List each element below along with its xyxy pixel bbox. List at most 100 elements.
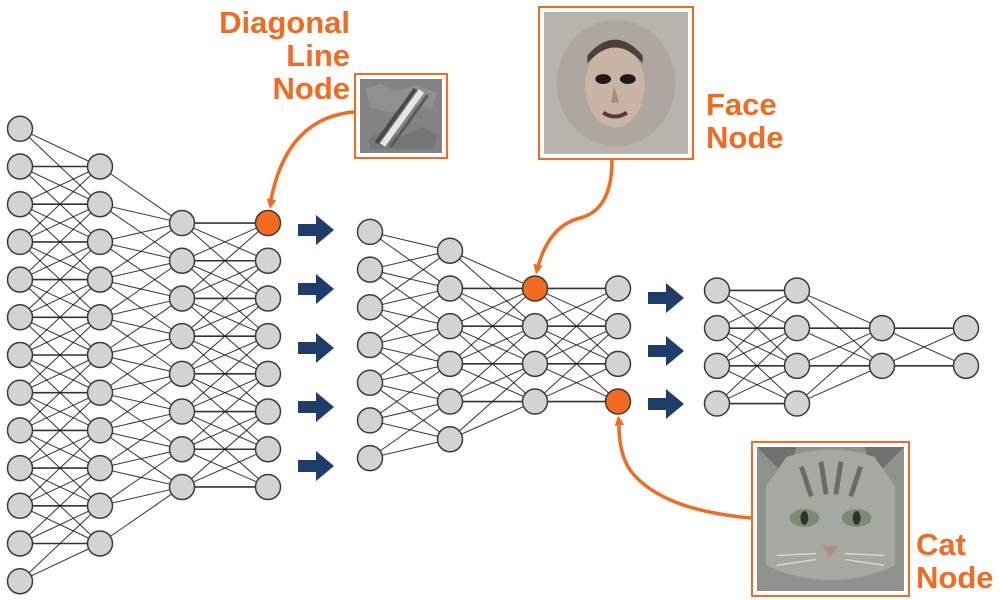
connection-edge xyxy=(19,354,101,394)
neuron-node xyxy=(254,285,282,312)
neuron-node xyxy=(254,436,282,463)
connection-edge xyxy=(369,325,451,346)
neuron-node xyxy=(356,331,384,359)
callout-lines xyxy=(266,110,752,520)
network-nodes xyxy=(6,115,980,595)
connection-edge xyxy=(99,260,183,318)
face-label-line-1: Face xyxy=(706,87,777,122)
cat-feature-image xyxy=(751,441,910,597)
connection-edge xyxy=(19,203,101,243)
connection-edge xyxy=(881,327,967,367)
connection-edge xyxy=(181,260,269,299)
connection-edge xyxy=(99,260,183,281)
neuron-node xyxy=(254,322,282,350)
neuron-node xyxy=(6,304,34,331)
neuron-node xyxy=(254,247,282,274)
connection-edge xyxy=(99,448,183,507)
face-label-line-2: Node xyxy=(706,120,784,155)
neuron-node xyxy=(783,277,811,304)
connection-edge xyxy=(534,325,619,365)
flow-arrow-icon xyxy=(298,451,334,481)
neuron-node xyxy=(6,228,34,256)
connection-edge xyxy=(19,279,101,318)
neuron-node xyxy=(6,454,34,482)
connection-edge xyxy=(716,290,798,367)
diagonal-callout-arrowhead xyxy=(266,198,277,210)
connection-edge xyxy=(369,288,451,346)
connection-edge xyxy=(99,222,183,281)
connection-edge xyxy=(99,448,183,469)
connection-edge xyxy=(19,467,101,507)
neuron-node xyxy=(356,407,384,434)
connection-edge xyxy=(181,222,269,262)
connection-edge xyxy=(716,327,798,367)
connection-edge xyxy=(19,316,101,356)
neuron-node xyxy=(356,218,384,246)
neuron-node xyxy=(356,294,384,321)
neuron-node xyxy=(952,352,980,380)
neuron-node xyxy=(6,153,34,180)
connection-edge xyxy=(19,392,101,469)
connection-edge xyxy=(19,128,101,167)
flow-arrow-icon xyxy=(298,333,334,363)
connection-edge xyxy=(534,325,619,402)
neuron-node xyxy=(168,398,196,425)
connection-edge xyxy=(534,287,619,327)
neuron-node xyxy=(436,275,464,302)
neuron-node xyxy=(6,266,34,293)
connection-edge xyxy=(19,354,101,431)
neuron-node xyxy=(86,341,114,369)
neuron-node xyxy=(6,379,34,406)
connection-edge xyxy=(796,327,883,367)
neuron-node xyxy=(436,350,464,378)
neuron-node xyxy=(86,228,114,256)
network-connections xyxy=(19,128,967,582)
connection-edge xyxy=(449,401,536,440)
neuron-node xyxy=(604,350,632,378)
connection-edge xyxy=(369,401,451,459)
connection-edge xyxy=(19,430,101,507)
diagonal-callout-line xyxy=(268,110,355,206)
connection-edge xyxy=(99,411,183,431)
diagonal-label-line-2: Line xyxy=(286,38,350,73)
cat-node-label: Cat Node xyxy=(916,528,1004,594)
connection-edge xyxy=(369,250,451,308)
connection-edge xyxy=(449,250,536,289)
neuron-node xyxy=(86,492,114,520)
connection-edge xyxy=(19,166,101,205)
neuron-node xyxy=(356,369,384,396)
flow-arrow-icon xyxy=(298,274,334,304)
connection-edge xyxy=(99,486,183,544)
neuron-node xyxy=(783,390,811,417)
connection-edge xyxy=(181,411,269,450)
flow-arrow-icon xyxy=(648,283,684,313)
connection-edge xyxy=(369,231,451,252)
neuron-node xyxy=(703,390,731,417)
neuron-node xyxy=(6,567,34,595)
connection-edge xyxy=(19,505,101,544)
connection-edge xyxy=(19,316,101,394)
cat-callout-arrowhead xyxy=(614,415,625,427)
connection-edge xyxy=(99,166,183,224)
connection-edge xyxy=(19,203,101,280)
neuron-node xyxy=(168,285,196,312)
neuron-node xyxy=(783,314,811,342)
neuron-node xyxy=(86,530,114,557)
face-callout-line xyxy=(535,159,614,271)
flow-arrow-icon xyxy=(648,336,684,366)
neuron-node xyxy=(168,360,196,388)
stage-arrows xyxy=(298,215,684,481)
neuron-node xyxy=(86,266,114,293)
neuron-node xyxy=(604,312,632,340)
neuron-node xyxy=(168,322,196,350)
connection-edge xyxy=(99,298,183,356)
connection-edge xyxy=(369,287,451,308)
cat-label-line-1: Cat xyxy=(916,527,966,562)
connection-edge xyxy=(369,363,451,384)
diagonal-label-line-1: Diagonal xyxy=(219,5,350,40)
neuron-node xyxy=(521,312,549,340)
neuron-node xyxy=(604,275,632,302)
connection-edge xyxy=(181,260,269,337)
neuron-node xyxy=(86,153,114,180)
